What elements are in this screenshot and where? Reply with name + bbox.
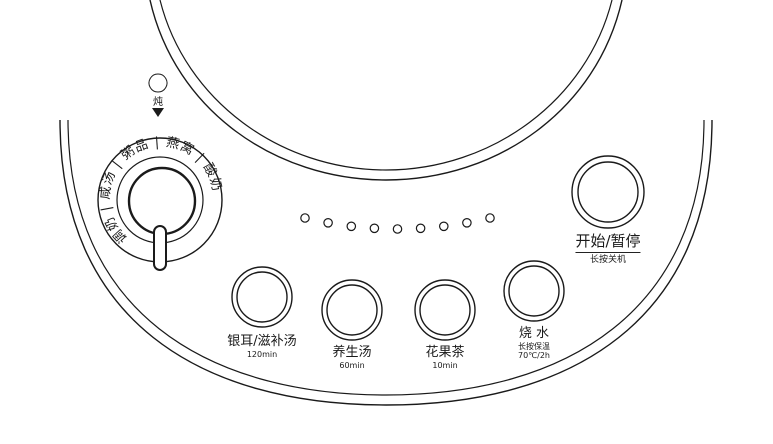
shaoshui-label: 烧 水 长按保温 70℃/2h — [517, 326, 551, 361]
indicator-dot — [369, 223, 380, 234]
yiner-label: 银耳/滋补汤 120min — [227, 334, 297, 359]
yiner-title: 银耳/滋补汤 — [227, 334, 297, 349]
dial-marker-icon: 炖 — [148, 73, 168, 117]
yangsheng-duration: 60min — [339, 360, 365, 370]
indicator-dot — [462, 218, 472, 228]
huaguo-label: 花果茶 10min — [425, 345, 465, 370]
indicator-lights — [300, 213, 495, 234]
bowl-arc-outer — [149, 0, 623, 181]
shaoshui-keepwarm: 长按保温 — [518, 341, 550, 351]
power-title: 开始/暂停 — [575, 232, 641, 250]
shaoshui-title: 烧 水 — [518, 326, 550, 341]
dial-pointer-handle[interactable] — [153, 225, 167, 271]
indicator-dot — [346, 221, 357, 232]
indicator-dot — [415, 223, 426, 234]
mode-dial[interactable]: 调奶 | 咸汤 | 粥品 | 燕窝 | 酸奶 — [97, 135, 224, 271]
yangsheng-label: 养生汤 60min — [332, 345, 372, 370]
yiner-duration: 120min — [246, 349, 278, 359]
shaoshui-button[interactable] — [503, 260, 565, 322]
huaguo-button[interactable] — [414, 279, 476, 341]
indicator-dot — [485, 213, 495, 223]
shaoshui-temp: 70℃/2h — [517, 351, 551, 361]
indicator-dot — [392, 224, 403, 234]
indicator-dot — [438, 221, 449, 232]
indicator-dot — [300, 213, 310, 223]
panel-outline-outer — [59, 119, 713, 406]
yiner-button[interactable] — [231, 266, 293, 328]
dial-knob[interactable] — [127, 166, 197, 236]
power-longpress: 长按关机 — [575, 252, 641, 265]
yangsheng-title: 养生汤 — [332, 345, 372, 360]
power-label: 开始/暂停 长按关机 — [575, 232, 641, 266]
indicator-dot — [323, 218, 333, 228]
dial-marker-label: 炖 — [153, 95, 163, 108]
huaguo-title: 花果茶 — [425, 345, 465, 360]
power-button[interactable] — [571, 155, 645, 229]
huaguo-duration: 10min — [432, 360, 458, 370]
panel-outline-inner — [67, 119, 705, 396]
bowl-arc-inner — [159, 0, 613, 171]
yangsheng-button[interactable] — [321, 279, 383, 341]
